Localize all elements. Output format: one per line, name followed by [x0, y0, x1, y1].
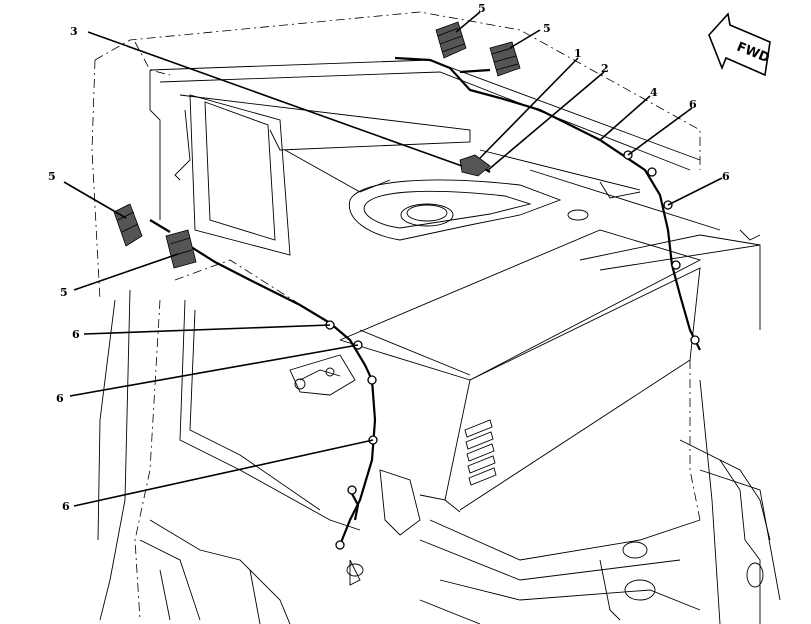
- callout-6-top: 6: [689, 98, 697, 111]
- callout-5-left-upper: 5: [48, 170, 56, 183]
- work-lamp-rear-right: [489, 41, 521, 77]
- callout-6-left-1: 6: [72, 328, 80, 341]
- work-lamp-rear-left: [435, 21, 467, 59]
- callout-5-left-lower: 5: [60, 286, 68, 299]
- callout-5-top-right: 5: [543, 22, 551, 35]
- callout-3: 3: [70, 25, 78, 38]
- callout-6-left-2: 6: [56, 392, 64, 405]
- forward-direction-arrow: FWD: [708, 12, 772, 77]
- work-lamp-front-lower: [165, 229, 197, 269]
- cab-outline: [91, 11, 781, 624]
- wiring-harness: [149, 56, 701, 546]
- work-lamp-front-upper: [113, 203, 143, 247]
- callout-6-left-3: 6: [62, 500, 70, 513]
- callout-4: 4: [650, 86, 658, 99]
- callout-6-right: 6: [722, 170, 730, 183]
- callout-2: 2: [601, 62, 609, 75]
- callout-1: 1: [574, 47, 582, 60]
- callout-labels: 3 5 5 1 2 4 6 6 5 5 6 6 6: [48, 2, 730, 513]
- vent-louvers: [464, 419, 497, 486]
- leader-lines: [63, 11, 723, 507]
- connector-assembly: [459, 154, 491, 177]
- callout-5-top-left: 5: [478, 2, 486, 15]
